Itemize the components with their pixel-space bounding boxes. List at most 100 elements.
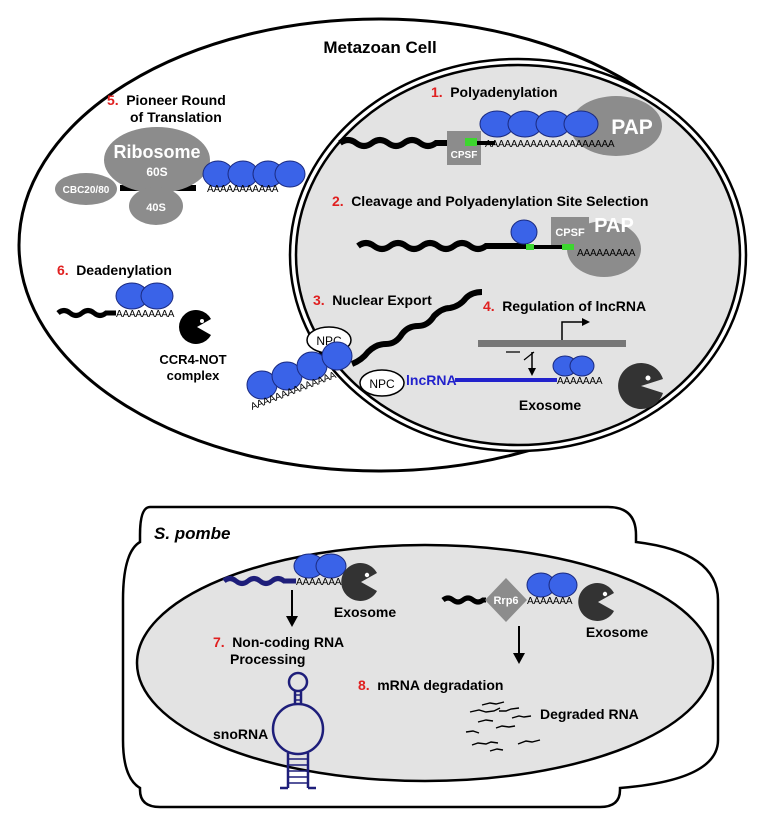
cpsf-label-2: CPSF — [555, 227, 585, 239]
exosome-label-7: Exosome — [334, 604, 396, 620]
cpsf-site-1 — [465, 138, 477, 146]
step-7-heading-line1: 7. Non-coding RNA — [213, 634, 344, 651]
pap-protein-1 — [570, 96, 662, 156]
snorna-label: snoRNA — [213, 726, 268, 742]
step-6-deadenylation: 6. Deadenylation AAAAAAAAA CCR4-NOT comp… — [56, 262, 227, 383]
processing-arrowhead — [286, 616, 298, 627]
pabp-cluster-3 — [246, 341, 353, 400]
step-6-label: Deadenylation — [76, 262, 172, 278]
step-7-label-1: Non-coding RNA — [232, 634, 344, 650]
step-3-label: Nuclear Export — [332, 292, 432, 308]
mrna-strand-3 — [350, 289, 483, 367]
ribosome-40s — [129, 187, 183, 225]
polya-tail-7: AAAAAAAA — [296, 577, 348, 588]
step-8-label: mRNA degradation — [377, 677, 503, 693]
mrna-strand-8 — [441, 595, 486, 605]
cbc-complex — [55, 173, 117, 205]
exosome-label: Exosome — [519, 397, 581, 413]
rna-fragment — [511, 715, 532, 719]
cpsf-protein-1 — [447, 131, 481, 165]
pabp-cluster-1 — [479, 110, 599, 138]
cpsf-protein-2 — [551, 217, 589, 249]
polya-tail-1: AAAAAAAAAAAAAAAAAAAA — [485, 139, 615, 150]
promoter-arrowhead — [582, 318, 590, 326]
step-1-label: Polyadenylation — [450, 84, 557, 100]
ribosome-60s — [104, 127, 210, 193]
mrna-strand-1 — [338, 137, 466, 149]
ribosome-60s-label: 60S — [146, 165, 167, 179]
ccr4-not-eye — [200, 319, 204, 323]
exosome-pacman — [618, 363, 663, 410]
step-3-number: 3. — [313, 292, 325, 308]
polya-tail-5: AAAAAAAAAAA — [207, 184, 279, 195]
npc-label-bottom: NPC — [369, 377, 395, 391]
pabp-protein — [321, 341, 353, 371]
pabp-protein — [548, 572, 578, 598]
step-2-label: Cleavage and Polyadenylation Site Select… — [351, 193, 648, 209]
step-6-heading: 6. Deadenylation — [57, 262, 172, 279]
step-4-number: 4. — [483, 298, 495, 314]
step-3-heading: 3. Nuclear Export — [313, 292, 432, 309]
step-8-number: 8. — [358, 677, 370, 693]
step-4-lncrna-regulation: 4. Regulation of lncRNA lncRNA AAAAAAA E… — [406, 298, 663, 413]
step-8-heading: 8. mRNA degradation — [358, 677, 503, 694]
gene-locus — [478, 340, 626, 347]
npc-pore-bottom — [359, 369, 405, 397]
degraded-rna-fragments — [465, 701, 541, 752]
mrna-strand-2 — [356, 240, 528, 252]
degraded-rna-label: Degraded RNA — [540, 706, 639, 722]
polya-tail-8: AAAAAAA — [527, 596, 573, 607]
step-2-site-selection: 2. Cleavage and Polyadenylation Site Sel… — [332, 193, 648, 277]
step-2-number: 2. — [332, 193, 344, 209]
s-pombe-title: S. pombe — [154, 524, 231, 543]
ccr4-label-2: complex — [167, 368, 221, 383]
mrna-strand-6 — [56, 308, 116, 318]
pabp-protein — [274, 160, 306, 188]
step-5-label-2: of Translation — [130, 109, 222, 125]
step-7-number: 7. — [213, 634, 225, 650]
polya-tail-2: AAAAAAAAA — [577, 248, 636, 259]
step-4-label: Regulation of lncRNA — [502, 298, 646, 314]
pabp-protein — [563, 110, 599, 138]
step-5-pioneer-translation: 5. Pioneer Round of Translation Ribosome… — [55, 92, 306, 225]
ribosome-label: Ribosome — [113, 142, 200, 162]
ncrna-strand — [222, 576, 296, 586]
exosome-eye — [645, 375, 651, 381]
rrp6-protein — [485, 578, 527, 622]
pap-label-1: PAP — [611, 116, 653, 139]
exosome-eye-7 — [364, 572, 370, 578]
exosome-label-8: Exosome — [586, 624, 648, 640]
pabp-protein — [315, 553, 347, 579]
pas-site-a — [526, 244, 534, 250]
degradation-arrowhead — [513, 653, 525, 664]
snorna-top-loop — [287, 671, 309, 693]
pas-site-b — [562, 244, 574, 250]
cbc-label: CBC20/80 — [63, 185, 110, 196]
rna-fragment — [477, 719, 494, 723]
ccr4-not-pacman — [178, 310, 211, 344]
step-6-number: 6. — [57, 262, 69, 278]
step-1-heading: 1. Polyadenylation — [431, 84, 558, 101]
step-5-number: 5. — [107, 92, 119, 108]
step-8-mrna-degradation: Rrp6 AAAAAAA Exosome 8. mRNA degradation… — [358, 572, 648, 752]
ribosome-40s-label: 40S — [146, 202, 166, 214]
rna-fragment — [517, 739, 541, 745]
rna-fragment — [489, 748, 504, 752]
metazoan-title: Metazoan Cell — [323, 38, 436, 57]
cpsf-label-1: CPSF — [451, 150, 478, 161]
rna-fragment — [495, 725, 516, 729]
step-7-label-2: Processing — [230, 651, 305, 667]
snorna-internal-loop — [271, 702, 325, 756]
polya-tail-4: AAAAAAA — [557, 376, 603, 387]
lncrna-label: lncRNA — [406, 372, 457, 388]
step-2-heading: 2. Cleavage and Polyadenylation Site Sel… — [332, 193, 648, 210]
s-pombe-panel: S. pombe — [121, 505, 720, 809]
pap-label-2: PAP — [594, 215, 634, 237]
rrp6-label: Rrp6 — [493, 595, 518, 607]
promoter-arrow — [561, 321, 582, 340]
repression-arrowhead — [528, 368, 536, 376]
rna-fragment — [465, 730, 480, 734]
s-pombe-nucleus — [135, 543, 715, 783]
step-7-ncrna-processing: AAAAAAAA Exosome 7. Non-coding RNA Proce… — [213, 553, 396, 790]
